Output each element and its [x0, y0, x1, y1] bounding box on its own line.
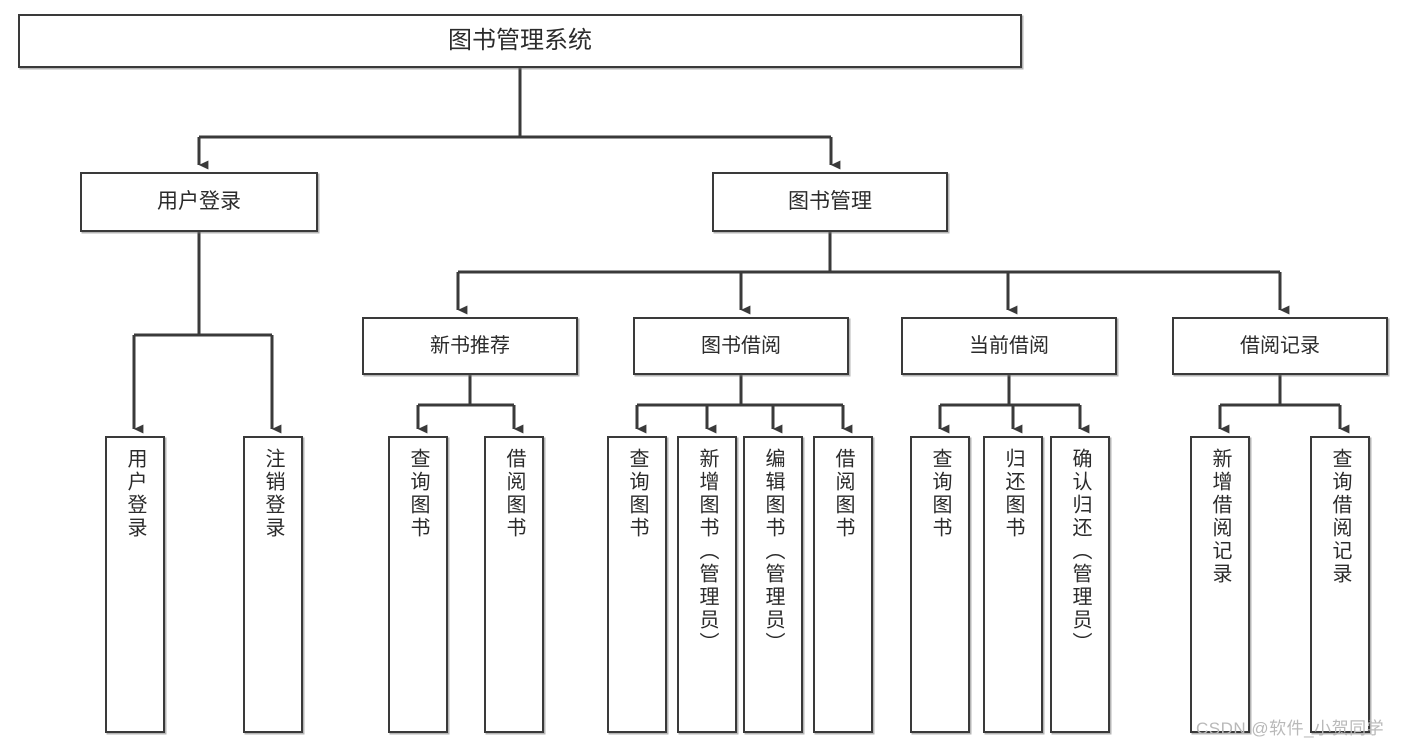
leaf-node-add-borrowing-record[interactable]: 新增借阅记录 — [1190, 436, 1250, 733]
node-label: 查询图书 — [407, 448, 429, 540]
leaf-node-borrow-book-2[interactable]: 借阅图书 — [813, 436, 873, 733]
leaf-node-confirm-return-admin[interactable]: 确认归还（管理员） — [1050, 436, 1110, 733]
leaf-node-add-book-admin[interactable]: 新增图书（管理员） — [677, 436, 737, 733]
node-label: 新书推荐 — [430, 334, 510, 357]
node-borrowing-record[interactable]: 借阅记录 — [1172, 317, 1388, 375]
node-label: 注销登录 — [262, 448, 284, 540]
node-label: 确认归还（管理员） — [1069, 448, 1091, 655]
leaf-node-query-book-2[interactable]: 查询图书 — [607, 436, 667, 733]
node-label: 借阅图书 — [503, 448, 525, 540]
leaf-node-query-book-3[interactable]: 查询图书 — [910, 436, 970, 733]
node-label: 查询借阅记录 — [1329, 448, 1351, 586]
node-label: 查询图书 — [929, 448, 951, 540]
leaf-node-query-book-1[interactable]: 查询图书 — [388, 436, 448, 733]
node-label: 新增借阅记录 — [1209, 448, 1231, 586]
leaf-node-borrow-book-1[interactable]: 借阅图书 — [484, 436, 544, 733]
leaf-node-query-borrowing-record[interactable]: 查询借阅记录 — [1310, 436, 1370, 733]
node-label: 当前借阅 — [969, 334, 1049, 357]
node-label: 借阅图书 — [832, 448, 854, 540]
leaf-node-return-book[interactable]: 归还图书 — [983, 436, 1043, 733]
node-label: 新增图书（管理员） — [696, 448, 718, 655]
csdn-watermark: CSDN @软件_小贺同学 — [1196, 719, 1385, 738]
node-user-login[interactable]: 用户登录 — [80, 172, 318, 232]
node-book-borrowing[interactable]: 图书借阅 — [633, 317, 849, 375]
node-label: 编辑图书（管理员） — [762, 448, 784, 655]
node-current-borrowing[interactable]: 当前借阅 — [901, 317, 1117, 375]
node-label: 归还图书 — [1002, 448, 1024, 540]
leaf-node-edit-book-admin[interactable]: 编辑图书（管理员） — [743, 436, 803, 733]
node-label: 用户登录 — [124, 448, 146, 540]
node-book-management[interactable]: 图书管理 — [712, 172, 948, 232]
node-label: 借阅记录 — [1240, 334, 1320, 357]
node-label: 查询图书 — [626, 448, 648, 540]
node-book-management-system[interactable]: 图书管理系统 — [18, 14, 1022, 68]
node-label: 用户登录 — [157, 189, 241, 213]
node-label: 图书管理系统 — [448, 27, 592, 54]
node-label: 图书借阅 — [701, 334, 781, 357]
node-label: 图书管理 — [788, 189, 872, 213]
leaf-node-logout[interactable]: 注销登录 — [243, 436, 303, 733]
leaf-node-user-login[interactable]: 用户登录 — [105, 436, 165, 733]
node-new-book-recommendation[interactable]: 新书推荐 — [362, 317, 578, 375]
